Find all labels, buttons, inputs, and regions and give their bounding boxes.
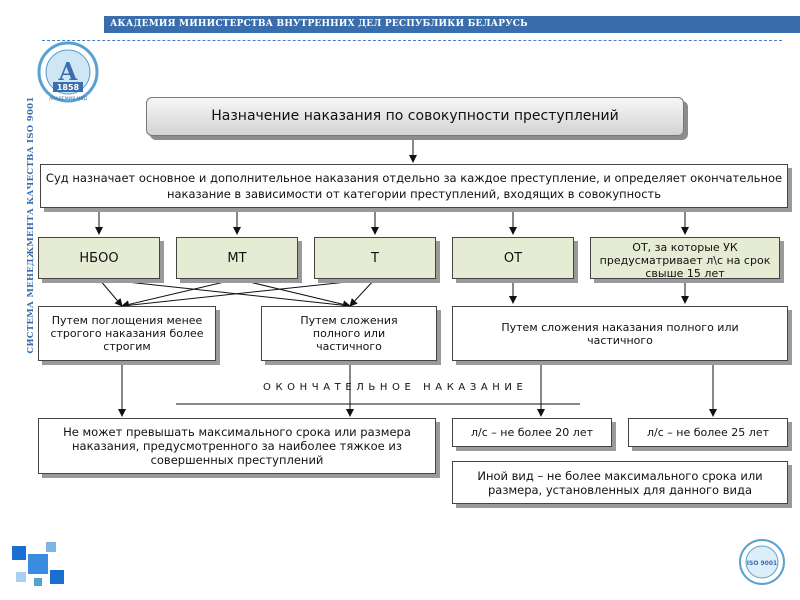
- category-ot-extra-label: ОТ, за которые УК предусматривает л\с на…: [599, 241, 771, 279]
- header-divider: [42, 40, 782, 41]
- academy-logo: А 1858 АКАДЕМИЯ МВД: [37, 41, 99, 103]
- result-ls-20-text: л/с – не более 20 лет: [470, 426, 593, 439]
- court-statement-text: Суд назначает основное и дополнительное …: [45, 171, 783, 201]
- category-t-label: Т: [371, 250, 379, 266]
- method-addition-full-text: Путем сложения наказания полного или час…: [501, 320, 739, 347]
- method-addition-partial: Путем сложения полного или частичного: [261, 306, 437, 361]
- logo-year: 1858: [57, 83, 80, 92]
- decorative-squares-icon: [12, 542, 64, 586]
- category-mt: МТ: [176, 237, 298, 279]
- category-ot-extra: ОТ, за которые УК предусматривает л\с на…: [590, 237, 780, 279]
- method-addition-partial-text: Путем сложения полного или частичного: [300, 314, 398, 353]
- category-nboo-label: НБОО: [79, 250, 119, 266]
- result-ls-25: л/с – не более 25 лет: [628, 418, 788, 447]
- logo-ring-text: АКАДЕМИЯ МВД: [49, 96, 87, 102]
- final-punishment-label: ОКОНЧАТЕЛЬНОЕ НАКАЗАНИЕ: [263, 382, 528, 393]
- category-mt-label: МТ: [227, 250, 247, 266]
- certification-badge-icon: ISO 9001: [739, 539, 785, 585]
- method-absorption-text: Путем поглощения менее строгого наказани…: [50, 314, 204, 353]
- result-max-limit: Не может превышать максимального срока и…: [38, 418, 436, 474]
- court-statement: Суд назначает основное и дополнительное …: [40, 164, 788, 208]
- result-ls-25-text: л/с – не более 25 лет: [646, 426, 769, 439]
- badge-text: ISO 9001: [747, 560, 777, 567]
- header-organization: АКАДЕМИЯ МИНИСТЕРСТВА ВНУТРЕННИХ ДЕЛ РЕС…: [110, 19, 528, 29]
- method-absorption: Путем поглощения менее строгого наказани…: [38, 306, 216, 361]
- result-max-limit-text: Не может превышать максимального срока и…: [63, 425, 411, 467]
- result-other-type: Иной вид – не более максимального срока …: [452, 461, 788, 504]
- category-ot: ОТ: [452, 237, 574, 279]
- result-other-type-text: Иной вид – не более максимального срока …: [477, 468, 763, 497]
- diagram-title: Назначение наказания по совокупности пре…: [146, 97, 684, 136]
- method-addition-full: Путем сложения наказания полного или час…: [452, 306, 788, 361]
- category-t: Т: [314, 237, 436, 279]
- category-ot-label: ОТ: [503, 250, 523, 266]
- logo-letter: А: [58, 57, 78, 86]
- header-band: [104, 16, 800, 33]
- result-ls-20: л/с – не более 20 лет: [452, 418, 612, 447]
- category-nboo: НБОО: [38, 237, 160, 279]
- diagram-title-text: Назначение наказания по совокупности пре…: [211, 108, 619, 124]
